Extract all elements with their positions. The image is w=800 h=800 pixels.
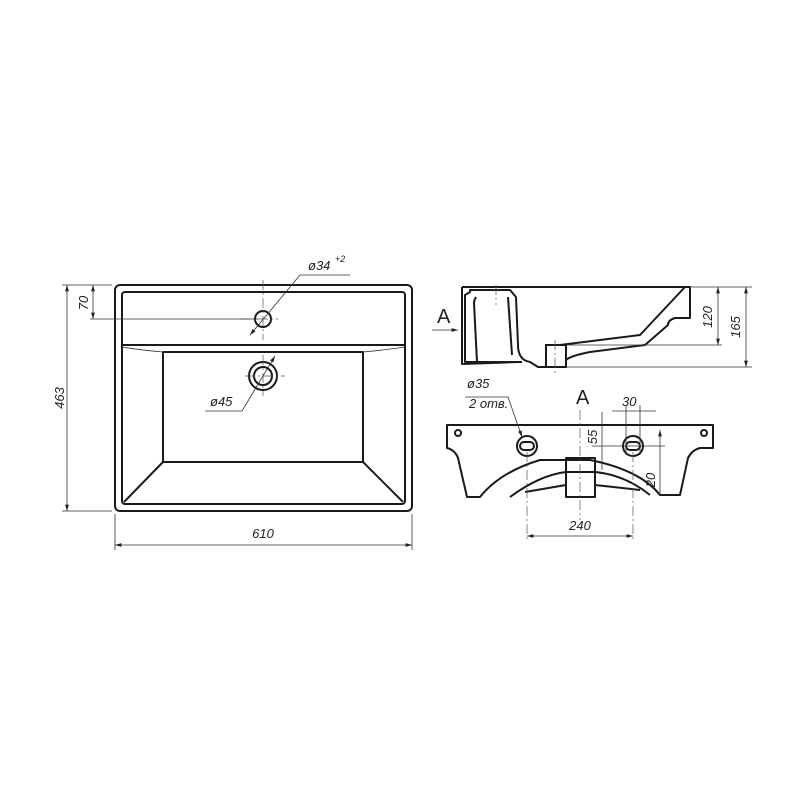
bowl-depth-dimension: 120 bbox=[700, 305, 715, 327]
total-height-dimension: 165 bbox=[728, 315, 743, 337]
hole-leader bbox=[465, 396, 523, 438]
tap-offset-dimension: 70 bbox=[76, 295, 91, 310]
drain-dimension: ø45 bbox=[210, 394, 233, 409]
front-view: 240 30 55 20 ø35 2 отв. A bbox=[446, 376, 714, 540]
height-dimension: 463 bbox=[52, 386, 67, 408]
bowl-slopes bbox=[123, 461, 404, 503]
side-drain bbox=[545, 344, 567, 368]
mount-hole-right bbox=[700, 429, 708, 437]
view-arrow-label: A bbox=[437, 306, 451, 328]
side-inner-profile bbox=[473, 286, 686, 363]
hole-width-dimension: 30 bbox=[622, 394, 637, 409]
sink-inner-outline bbox=[121, 291, 406, 505]
drop-dimension: 20 bbox=[643, 472, 658, 488]
front-center-lines bbox=[526, 410, 634, 540]
mount-hole-left bbox=[454, 429, 462, 437]
front-profile bbox=[446, 424, 714, 498]
sink-outer-outline bbox=[114, 284, 413, 512]
side-extension-lines bbox=[566, 286, 752, 368]
hole-dimension: ø35 bbox=[467, 376, 490, 391]
hole-count: 2 отв. bbox=[468, 396, 508, 411]
view-label: A bbox=[576, 387, 590, 409]
side-center-lines bbox=[495, 285, 556, 375]
hole-width-extension bbox=[625, 405, 641, 455]
center-lines bbox=[240, 280, 285, 396]
front-bowl-lines bbox=[509, 471, 651, 498]
side-view: 120 165 A bbox=[432, 285, 752, 375]
tap-hole-leader bbox=[249, 274, 350, 336]
front-drain bbox=[565, 457, 596, 498]
hole-spacing-dimension: 240 bbox=[568, 518, 591, 533]
side-profile bbox=[461, 286, 691, 368]
width-dimension: 610 bbox=[252, 526, 274, 541]
bowl-bottom bbox=[162, 351, 364, 463]
tap-hole-dimension: ø34 bbox=[308, 258, 330, 273]
extension-lines bbox=[62, 284, 112, 512]
drain-leader bbox=[205, 355, 276, 412]
top-view: 463 70 610 ø34 +2 ø45 bbox=[52, 254, 413, 550]
tap-hole-tolerance: +2 bbox=[335, 254, 345, 264]
hole-vertical-dimension: 55 bbox=[585, 429, 600, 444]
